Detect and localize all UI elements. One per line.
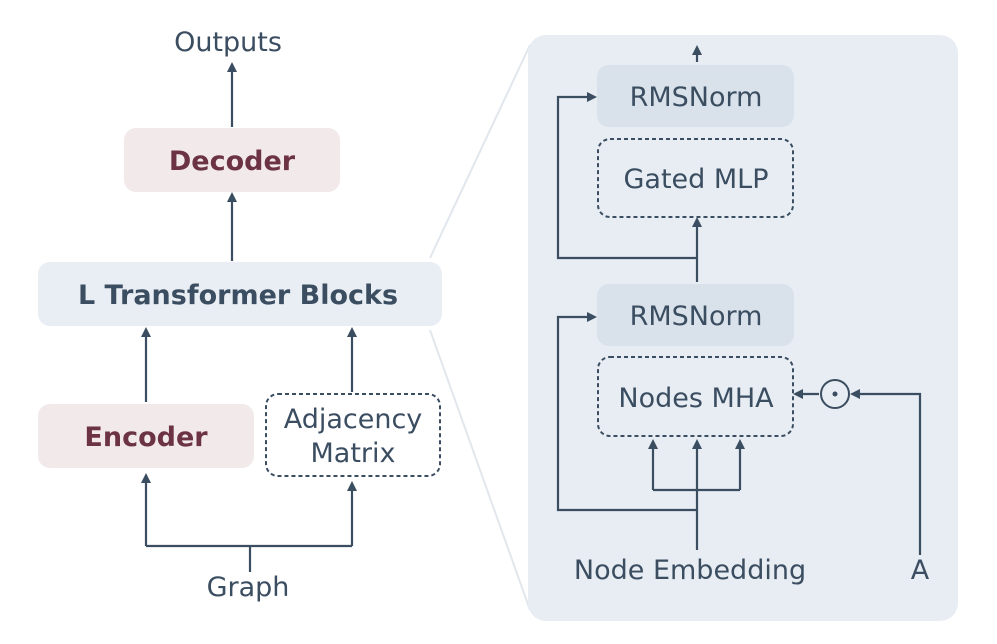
gated-mlp-box: Gated MLP	[597, 138, 794, 218]
adjacency-label-line1: Adjacency	[284, 404, 423, 435]
nodes-mha-label: Nodes MHA	[618, 383, 774, 414]
encoder-box: Encoder	[38, 404, 254, 468]
a-input-line	[850, 389, 922, 555]
mha-residual-line	[556, 312, 697, 512]
outputs-label: Outputs	[174, 27, 282, 58]
transformer-blocks-label: L Transformer Blocks	[78, 280, 398, 311]
node-embedding-label: Node Embedding	[574, 555, 806, 586]
graph-label: Graph	[207, 572, 290, 603]
rmsnorm-top-label: RMSNorm	[630, 82, 763, 113]
decoder-box: Decoder	[124, 128, 340, 192]
transformer-blocks-box: L Transformer Blocks	[38, 262, 442, 326]
hadamard-product-icon	[820, 379, 850, 409]
zoom-connector-bottom	[429, 329, 531, 611]
mlp-residual-line	[556, 92, 697, 260]
gated-mlp-label: Gated MLP	[623, 164, 768, 195]
rmsnorm-top-box: RMSNorm	[597, 65, 794, 127]
a-input-label: A	[911, 555, 930, 586]
adjacency-label-line2: Matrix	[310, 438, 395, 469]
decoder-label: Decoder	[169, 146, 296, 177]
adjacency-matrix-box: Adjacency Matrix	[265, 393, 441, 477]
rmsnorm-bottom-label: RMSNorm	[630, 301, 763, 332]
encoder-label: Encoder	[84, 422, 208, 453]
rmsnorm-bottom-box: RMSNorm	[597, 284, 794, 346]
zoom-connector-top	[429, 44, 531, 259]
